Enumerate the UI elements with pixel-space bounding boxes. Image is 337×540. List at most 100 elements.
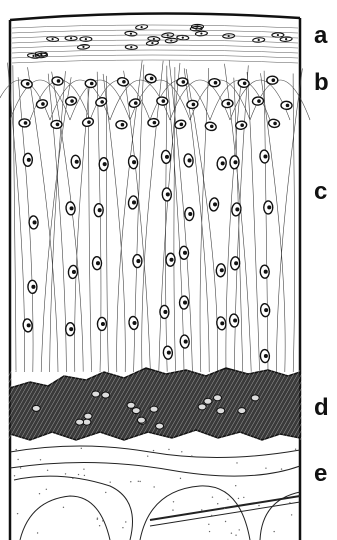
calcified-chondrocyte	[213, 395, 221, 401]
chondrocyte-nucleus	[153, 121, 157, 125]
chondrocyte-nucleus	[183, 251, 187, 255]
zone-label-c: c	[314, 180, 327, 204]
bone-speckle	[243, 497, 244, 498]
bone-speckle	[15, 449, 16, 450]
bone-speckle	[153, 486, 154, 487]
chondrocyte-nucleus	[214, 81, 218, 85]
cell-nucleus	[285, 38, 287, 40]
bone-speckle	[102, 520, 103, 521]
bone-speckle	[81, 448, 82, 449]
bone-speckle	[20, 467, 21, 468]
bone-speckle	[238, 498, 239, 499]
collagen-fibre	[293, 74, 295, 372]
bone-speckle	[63, 507, 64, 508]
bone-speckle	[72, 478, 73, 479]
chondrocyte-nucleus	[26, 82, 30, 86]
cell-nucleus	[200, 32, 202, 34]
bone-speckle	[139, 481, 140, 482]
chondrocyte-nucleus	[136, 259, 140, 263]
collagen-fibres	[0, 60, 310, 372]
bone-speckle	[281, 468, 282, 469]
bone-speckle	[153, 450, 154, 451]
calcified-chondrocyte	[76, 419, 84, 425]
bone-speckle	[289, 502, 290, 503]
chondrocyte-nucleus	[221, 161, 225, 165]
cell-nucleus	[258, 39, 260, 41]
chondrocyte-nucleus	[233, 160, 237, 164]
zone-label-b: b	[314, 71, 329, 95]
chondrocyte-nucleus	[90, 82, 94, 86]
zone-label-d: d	[314, 396, 329, 420]
chondrocyte-nucleus	[257, 99, 261, 103]
cell-nucleus	[195, 28, 197, 30]
chondrocyte-nucleus	[286, 104, 290, 108]
cell-nucleus	[277, 34, 279, 36]
bone-speckle	[173, 501, 174, 502]
cell-nucleus	[85, 38, 87, 40]
calcified-chondrocyte	[84, 413, 92, 419]
chondrocyte-nucleus	[57, 79, 61, 83]
bone-speckle	[65, 473, 66, 474]
bone-speckle	[105, 492, 106, 493]
collagen-fibre	[260, 73, 285, 372]
chondrocyte-nucleus	[33, 220, 37, 224]
collagen-fibre	[159, 63, 180, 372]
bone-speckle	[201, 509, 202, 510]
chondrocyte-nucleus	[121, 123, 125, 127]
calcified-hatch	[328, 370, 337, 440]
chondrocyte-nucleus	[169, 258, 173, 262]
bone-speckle	[172, 509, 173, 510]
calcified-chondrocyte	[204, 398, 212, 404]
bone-speckle	[17, 459, 18, 460]
bone-speckle	[125, 521, 126, 522]
bone-speckle	[110, 481, 111, 482]
calcified-chondrocyte	[32, 405, 40, 411]
bone-speckle	[46, 489, 47, 490]
chondrocyte-nucleus	[243, 81, 247, 85]
calcified-chondrocyte	[132, 408, 140, 414]
chondrocyte-nucleus	[134, 101, 138, 105]
calcified-chondrocyte	[102, 392, 110, 398]
chondrocyte-nucleus	[192, 103, 196, 107]
bone-speckle	[239, 529, 240, 530]
bone-speckle	[227, 499, 228, 500]
cell-nucleus	[52, 38, 54, 40]
bone-speckle	[180, 478, 181, 479]
zone-label-e: e	[314, 462, 327, 486]
collagen-fibre	[276, 68, 302, 372]
cell-nucleus	[151, 42, 153, 44]
chondrocyte-nucleus	[234, 261, 238, 265]
chondrocyte-nucleus	[188, 158, 192, 162]
chondrocyte-nucleus	[166, 192, 170, 196]
chondrocyte-nucleus	[27, 323, 31, 327]
bone-speckle	[99, 525, 100, 526]
chondrocyte-nucleus	[210, 125, 214, 129]
chondrocyte-nucleus	[167, 351, 171, 355]
bone-speckle	[181, 451, 182, 452]
surface-fibre	[12, 45, 298, 48]
chondrocyte-nucleus	[41, 102, 45, 106]
bone-speckle	[291, 514, 292, 515]
chondrocyte-nucleus	[213, 202, 217, 206]
chondrocyte-nucleus	[264, 308, 268, 312]
bone-speckle	[265, 467, 266, 468]
bone-speckle	[231, 532, 232, 533]
subchondral-bone	[10, 446, 300, 540]
chondrocyte-nucleus	[233, 318, 237, 322]
chondrocyte-nucleus	[272, 78, 276, 82]
surface-fibre	[12, 55, 298, 58]
bone-speckle	[78, 474, 79, 475]
cell-nucleus	[153, 38, 155, 40]
bone-speckle	[235, 485, 236, 486]
chondrocyte-nucleus	[264, 354, 268, 358]
cell-nucleus	[82, 46, 84, 48]
chondrocyte-nucleus	[132, 160, 136, 164]
zone-label-a: a	[314, 24, 327, 48]
cell-nucleus	[182, 37, 184, 39]
bone-speckle	[130, 481, 131, 482]
chondrocyte-nucleus	[163, 310, 167, 314]
chondrocyte-nucleus	[267, 205, 271, 209]
fibre-arcade	[30, 80, 90, 120]
cell-nucleus	[130, 46, 132, 48]
chondrocyte-nucleus	[183, 301, 187, 305]
